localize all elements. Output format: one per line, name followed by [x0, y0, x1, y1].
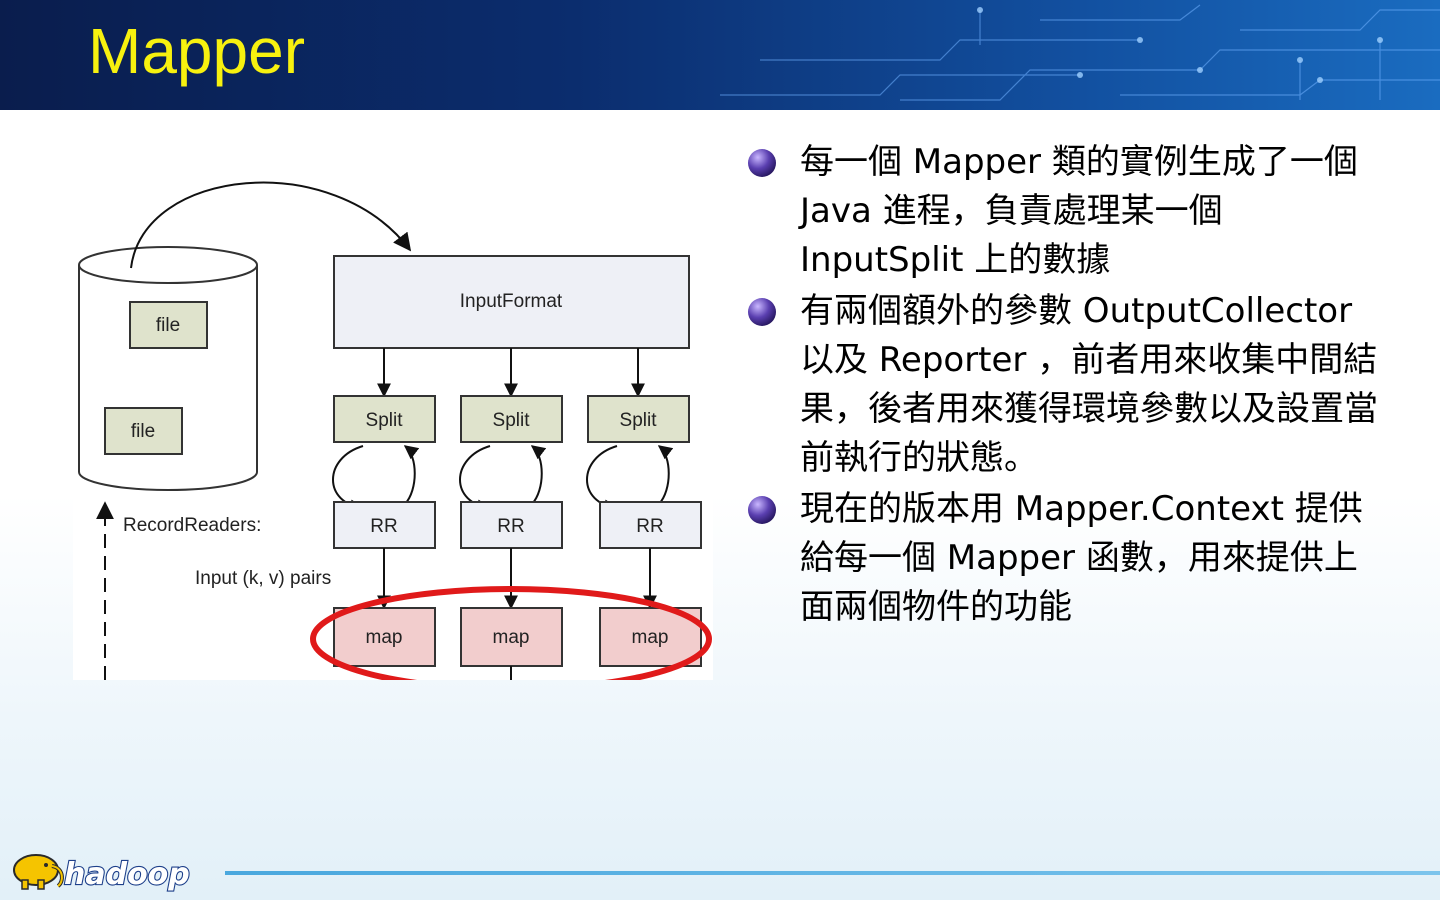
hadoop-logo: hadoop — [13, 854, 191, 892]
column-1: Split RR map — [332, 348, 436, 667]
bullet-text: 現在的版本用 Mapper.Context 提供給每一個 Mapper 函數，用… — [800, 489, 1363, 627]
gem-bullet-icon — [748, 496, 776, 524]
file-box-1: file — [129, 301, 208, 349]
file-box-2: file — [104, 407, 183, 455]
split-label: Split — [493, 410, 531, 431]
column-3: Split RR map — [586, 348, 702, 667]
split-label: Split — [620, 410, 658, 431]
highlight-ellipse — [310, 586, 712, 680]
map-label: map — [493, 627, 530, 648]
split-box — [587, 395, 690, 443]
file-label: file — [156, 315, 180, 336]
map-box — [333, 607, 436, 667]
rr-label: RR — [497, 516, 524, 537]
gem-bullet-icon — [748, 149, 776, 177]
record-readers-label: RecordReaders: — [123, 515, 261, 536]
bullet-item: 每一個 Mapper 類的實例生成了一個 Java 進程，負責處理某一個 Inp… — [745, 138, 1385, 285]
logo-text: hadoop — [64, 857, 190, 892]
mapper-diagram: file file InputFormat Split RR map Split… — [73, 128, 713, 680]
file-label: file — [131, 421, 155, 442]
slide-header: Mapper — [0, 0, 1440, 110]
rr-box — [599, 501, 702, 549]
slide-title: Mapper — [88, 15, 305, 87]
split-label: Split — [366, 410, 404, 431]
bullet-text: 有兩個額外的參數 OutputCollector 以及 Reporter ，前者… — [800, 291, 1378, 478]
input-format-label: InputFormat — [460, 291, 563, 312]
curved-arrow — [130, 181, 412, 269]
rr-box — [333, 501, 436, 549]
map-label: map — [632, 627, 669, 648]
input-pairs-label: Input (k, v) pairs — [195, 568, 331, 589]
gem-bullet-icon — [748, 298, 776, 326]
circuit-pattern — [720, 4, 1440, 101]
split-box — [333, 395, 436, 443]
elephant-icon — [13, 854, 64, 890]
bullet-text: 每一個 Mapper 類的實例生成了一個 Java 進程，負責處理某一個 Inp… — [800, 142, 1358, 280]
column-2: Split RR map — [459, 348, 563, 680]
bullet-item: 有兩個額外的參數 OutputCollector 以及 Reporter ，前者… — [745, 287, 1385, 483]
rr-box — [460, 501, 563, 549]
input-format-box: InputFormat — [333, 255, 690, 349]
bullet-item: 現在的版本用 Mapper.Context 提供給每一個 Mapper 函數，用… — [745, 485, 1385, 632]
rr-label: RR — [636, 516, 663, 537]
footer-divider — [225, 871, 1440, 875]
map-label: map — [366, 627, 403, 648]
map-box — [460, 607, 563, 667]
split-box — [460, 395, 563, 443]
rr-label: RR — [370, 516, 397, 537]
bullet-list: 每一個 Mapper 類的實例生成了一個 Java 進程，負責處理某一個 Inp… — [745, 138, 1385, 634]
